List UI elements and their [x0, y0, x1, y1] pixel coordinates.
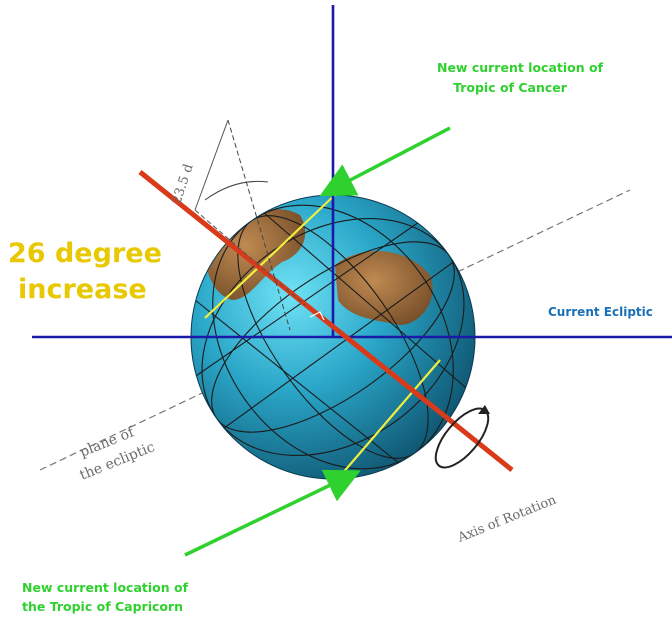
tropic-capricorn-label-line1: New current location of [22, 580, 189, 595]
ecliptic-plane-line [39, 189, 631, 471]
tropic-capricorn-label-line2: the Tropic of Capricorn [22, 599, 183, 614]
current-ecliptic-label: Current Ecliptic [548, 305, 653, 319]
tropic-cancer-label-line2: Tropic of Cancer [453, 80, 568, 95]
cancer-arrow [319, 126, 451, 197]
axis-of-rotation-line [138, 170, 514, 472]
rotation-arrow [434, 405, 490, 469]
degree-increase-line1: 26 degree [8, 238, 162, 269]
tropic-of-cancer-line [204, 191, 339, 319]
degree-increase-line2: increase [18, 274, 147, 305]
tropic-of-capricorn-line [334, 359, 441, 483]
angle-label: 23.5 d [170, 162, 197, 206]
capricorn-arrow [184, 469, 361, 557]
continent-right [335, 251, 433, 325]
tropic-cancer-label-line1: New current location of [437, 60, 604, 75]
right-angle-marker [309, 311, 325, 321]
axis-of-rotation-label: Axis of Rotation [455, 492, 559, 546]
angle-arc [204, 180, 269, 201]
